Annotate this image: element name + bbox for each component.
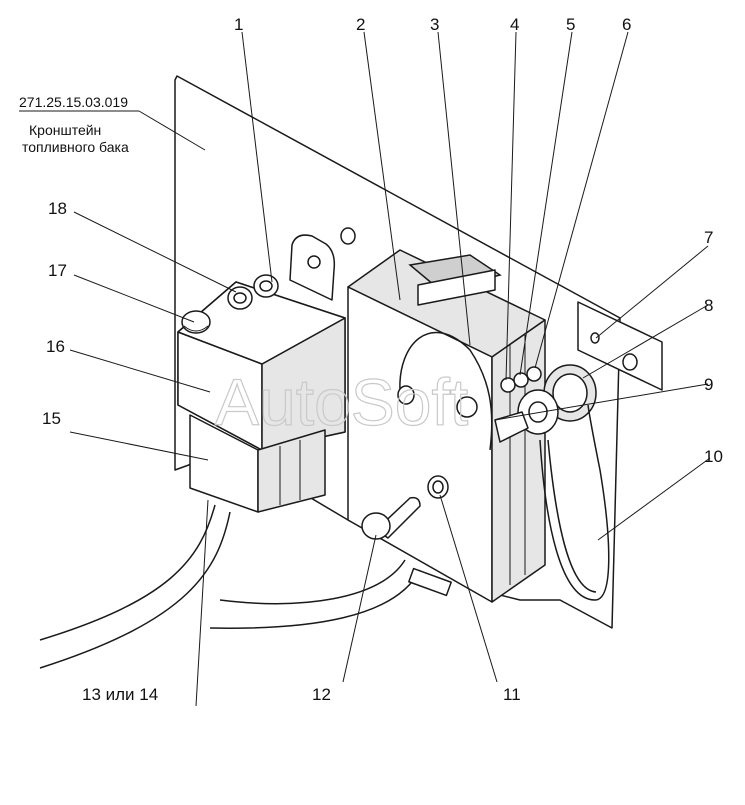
bracket-name-line2: топливного бака	[22, 139, 129, 155]
callout-16: 16	[46, 337, 65, 356]
bracket-7	[577, 301, 663, 391]
callout-6: 6	[622, 15, 631, 34]
unit-nut	[456, 396, 478, 418]
lower-foot	[408, 567, 452, 597]
callout-1: 1	[234, 15, 243, 34]
watermark: AutoSoft	[215, 365, 468, 439]
cable-bundle	[39, 504, 421, 669]
washer-4	[500, 377, 516, 393]
callout-15: 15	[42, 409, 61, 428]
plate-hole	[340, 227, 356, 245]
callout-numbers: 1 2 3 4 5 6 7 8 9 10 11 12 13 или 14 15 …	[42, 15, 723, 704]
bolt-12-head	[361, 512, 391, 540]
bracket-caption: 271.25.15.03.019 Кронштейн топливного ба…	[19, 94, 206, 155]
leader-lines	[69, 31, 711, 707]
callout-3: 3	[430, 15, 439, 34]
washer-5	[513, 372, 529, 388]
tab-hole	[307, 255, 321, 269]
callout-5: 5	[566, 15, 575, 34]
bracket-code: 271.25.15.03.019	[19, 94, 128, 110]
callout-4: 4	[510, 15, 519, 34]
callout-12: 12	[312, 685, 331, 704]
callout-9: 9	[704, 375, 713, 394]
callout-10: 10	[704, 447, 723, 466]
callout-11: 11	[503, 685, 521, 704]
sensor-terminal	[494, 364, 597, 443]
callout-13-14: 13 или 14	[82, 685, 158, 704]
callout-17: 17	[48, 261, 67, 280]
unit-screw	[397, 385, 415, 405]
wire-10	[539, 404, 610, 601]
bracket-name-line1: Кронштейн	[29, 122, 101, 138]
washer-6	[526, 366, 542, 382]
callout-7: 7	[704, 228, 713, 247]
relay	[177, 281, 346, 451]
callout-8: 8	[704, 296, 713, 315]
bolt-head-17	[181, 310, 211, 334]
callout-2: 2	[356, 15, 365, 34]
connector-block	[189, 414, 326, 513]
jumper-wire	[399, 331, 493, 451]
callout-18: 18	[48, 199, 67, 218]
